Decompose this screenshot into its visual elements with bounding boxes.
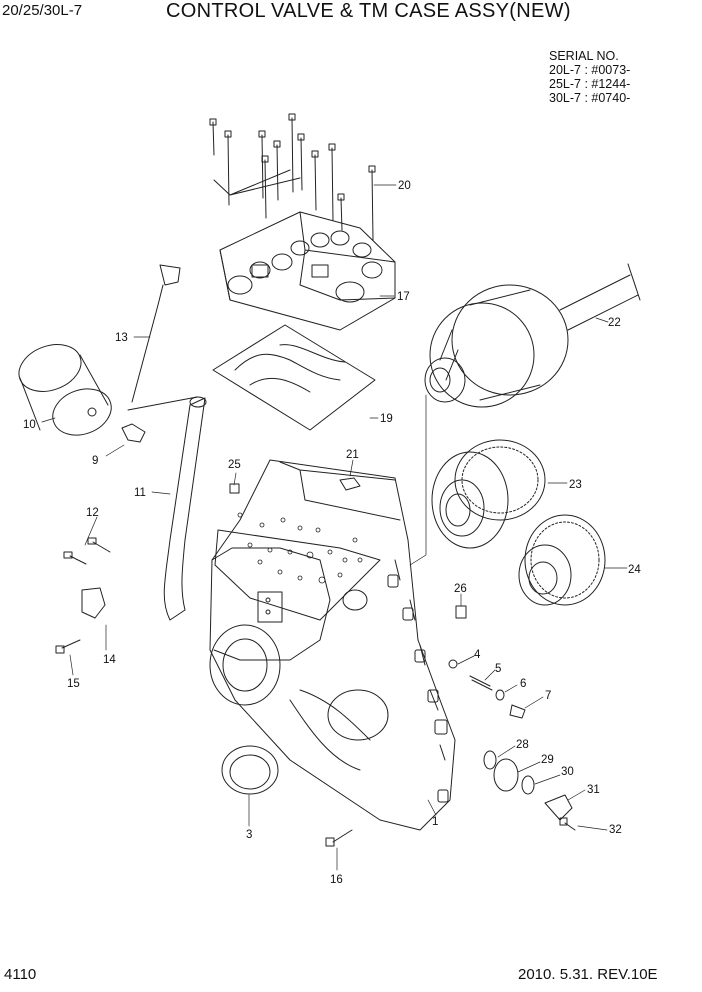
- callout-1: 1: [432, 816, 438, 828]
- valve-gasket: [212, 324, 376, 431]
- callout-29: 29: [541, 754, 554, 766]
- callout-6: 6: [520, 678, 526, 690]
- model-code: 20/25/30L-7: [2, 2, 83, 19]
- callout-12: 12: [86, 507, 99, 519]
- dipstick: [127, 264, 198, 411]
- oil-filter: [18, 344, 112, 436]
- callout-20: 20: [398, 180, 411, 192]
- leader-lines: [41, 184, 628, 871]
- callout-30: 30: [561, 766, 574, 778]
- bolts-left: [55, 537, 111, 654]
- serial-line-25l: 25L-7 : #1244-: [549, 77, 631, 91]
- oil-seal: [221, 745, 279, 795]
- callout-26: 26: [454, 583, 467, 595]
- callout-24: 24: [628, 564, 641, 576]
- serial-line-30l: 30L-7 : #0740-: [549, 91, 631, 105]
- bolt-16: [325, 829, 353, 847]
- serial-number-block: SERIAL NO. 20L-7 : #0073- 25L-7 : #1244-…: [549, 49, 630, 105]
- page-number: 4110: [4, 966, 37, 983]
- callout-25: 25: [228, 459, 241, 471]
- callout-14: 14: [103, 654, 116, 666]
- callout-3: 3: [246, 829, 252, 841]
- clutch-pack: [424, 263, 641, 408]
- revision-date: 2010. 5.31. REV.10E: [518, 966, 658, 983]
- callout-7: 7: [545, 690, 551, 702]
- control-valve-body: [219, 211, 396, 331]
- callout-19: 19: [380, 413, 393, 425]
- fitting: [121, 423, 146, 443]
- callout-21: 21: [346, 449, 359, 461]
- callout-28: 28: [516, 739, 529, 751]
- callout-32: 32: [609, 824, 622, 836]
- callout-4: 4: [474, 649, 481, 661]
- page-title: CONTROL VALVE & TM CASE ASSY(NEW): [166, 0, 571, 22]
- gear-24: [518, 514, 606, 606]
- tm-case: [209, 459, 456, 831]
- breather-tube: [163, 396, 207, 621]
- callout-numbers: 1 3 4 5 6 7 9 10 11 12 13 14 15 16 17 19…: [23, 180, 641, 886]
- serial-heading: SERIAL NO.: [549, 49, 619, 63]
- callout-15: 15: [67, 678, 80, 690]
- valve-bolts: [209, 113, 376, 241]
- callout-9: 9: [92, 455, 98, 467]
- callout-11: 11: [134, 487, 146, 499]
- callout-22: 22: [608, 317, 621, 329]
- callout-17: 17: [397, 291, 410, 303]
- callout-5: 5: [495, 663, 501, 675]
- gear-23: [431, 439, 546, 549]
- serial-line-20l: 20L-7 : #0073-: [549, 63, 631, 77]
- callout-31: 31: [587, 784, 600, 796]
- callout-13: 13: [115, 332, 128, 344]
- small-parts: [229, 477, 576, 831]
- callout-10: 10: [23, 419, 36, 431]
- callout-23: 23: [569, 479, 582, 491]
- callout-16: 16: [330, 874, 343, 886]
